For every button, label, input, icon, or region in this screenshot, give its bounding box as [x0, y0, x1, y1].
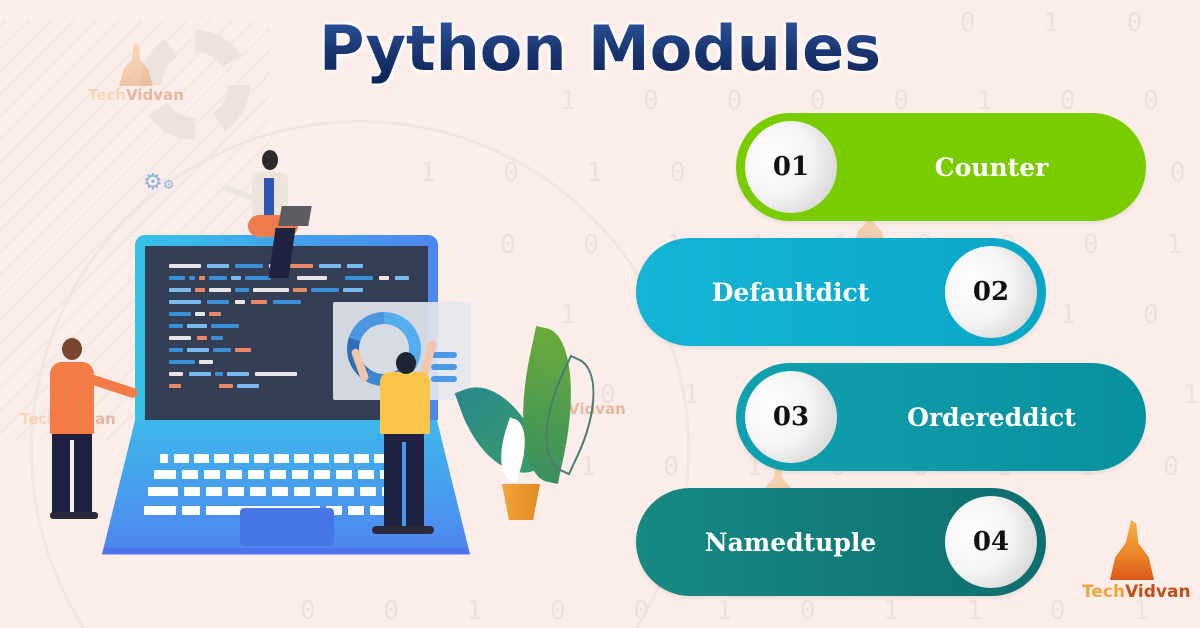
brand-name-part2: Vidvan [1125, 582, 1191, 602]
list-bar-icon [431, 376, 457, 382]
illustration: ⚙⚙ [50, 150, 616, 555]
gears-icon: ⚙⚙ [143, 170, 175, 195]
module-number-badge: 02 [945, 246, 1037, 338]
module-number-badge: 04 [945, 496, 1037, 588]
module-label: Namedtuple [704, 527, 877, 557]
small-laptop-icon [278, 206, 312, 226]
module-item-defaultdict[interactable]: Defaultdict 02 [636, 238, 1046, 346]
module-number-badge: 03 [745, 371, 837, 463]
binary-row: 0 1 0 1 1 1 1 1 [960, 8, 1200, 38]
binary-row: 1 0 0 0 0 1 0 0 0 1 1 1 0 1 0 0 [560, 86, 1200, 116]
plant-pot [502, 484, 540, 520]
binary-row: 0 0 1 0 0 1 0 1 1 0 1 0 0 1 0 0 1 0 1 1 [300, 596, 1200, 626]
trackpad [240, 508, 334, 546]
module-label: Counter [934, 152, 1049, 182]
watermark-logo: TechVidvan [88, 42, 184, 104]
list-bar-icon [431, 352, 457, 358]
module-number-badge: 01 [745, 121, 837, 213]
module-label: Defaultdict [711, 277, 870, 307]
module-item-ordereddict[interactable]: 03 Ordereddict [736, 363, 1146, 471]
page-title: Python Modules [0, 12, 1200, 85]
list-bar-icon [431, 364, 457, 370]
module-item-namedtuple[interactable]: Namedtuple 04 [636, 488, 1046, 596]
module-item-counter[interactable]: 01 Counter [736, 113, 1146, 221]
module-label: Ordereddict [907, 402, 1076, 432]
meditating-figure-icon [1110, 520, 1154, 580]
techvidvan-logo[interactable]: TechVidvan [1082, 520, 1191, 602]
brand-name-part1: Tech [1082, 582, 1126, 602]
